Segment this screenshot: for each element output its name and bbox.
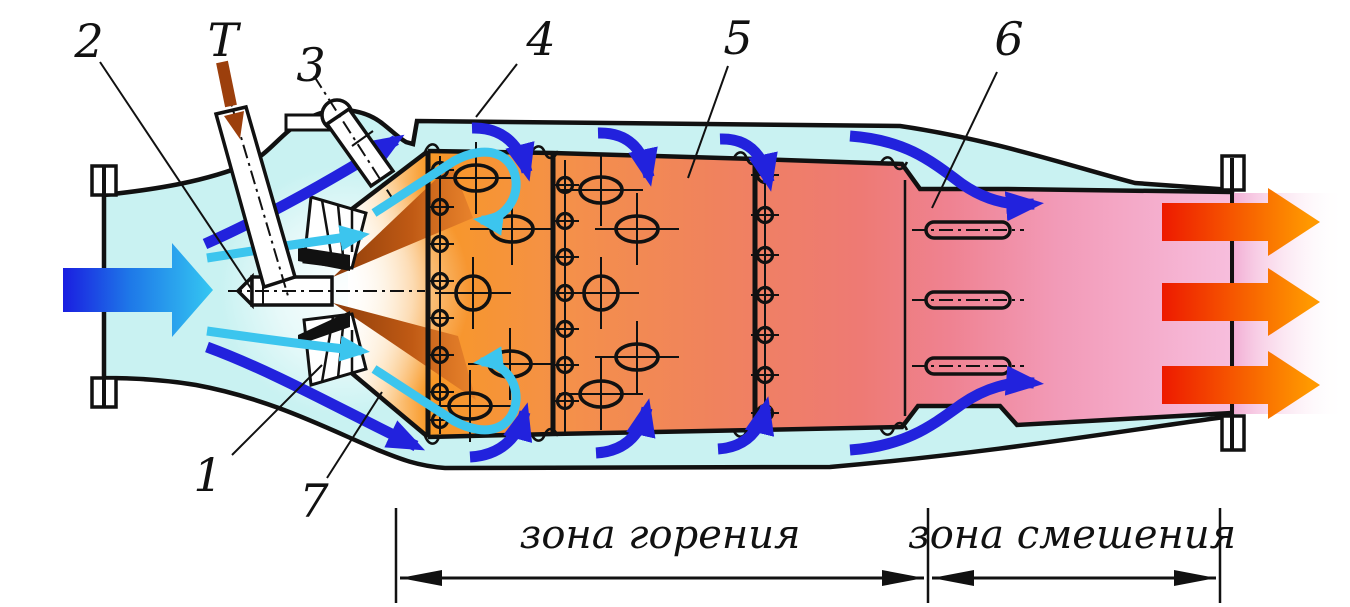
- dome-shroud-upper: [298, 247, 350, 271]
- airflow-arrows: [469, 122, 1044, 463]
- air-arrow: [597, 127, 658, 187]
- air-arrow: [469, 402, 533, 463]
- dome-slant-top: [346, 149, 430, 214]
- leader-1: [231, 364, 323, 456]
- air-arrow: [206, 326, 370, 362]
- leader-5: [687, 65, 729, 179]
- igniter: [284, 75, 397, 205]
- air-arrow: [471, 122, 535, 182]
- callout-labels: 2 Т 3 4 5 6 1 7: [73, 11, 1023, 528]
- mixing-slot: [924, 290, 1012, 310]
- inlet-air-arrow: [63, 243, 213, 337]
- stem-body: [213, 104, 298, 290]
- leader-4: [475, 63, 518, 118]
- leader-2: [99, 61, 253, 291]
- liner-bottom-edge: [427, 403, 1233, 440]
- air-arrow: [595, 398, 656, 459]
- callout-label-1: 1: [193, 448, 222, 502]
- mixing-slot: [924, 220, 1012, 240]
- callout-leaders: [99, 61, 998, 479]
- callout-label-5: 5: [723, 11, 752, 65]
- exhaust-arrow: [1162, 351, 1320, 419]
- exhaust-arrow: [1162, 268, 1320, 336]
- air-arrow: [849, 130, 1044, 222]
- fuel-arrow: [216, 60, 244, 139]
- callout-label-3: 3: [296, 38, 325, 92]
- leader-6: [931, 71, 998, 209]
- combustion-zone-dimension: зона горения: [400, 512, 924, 586]
- exhaust-arrow: [1162, 188, 1320, 256]
- dome-shroud-lower: [298, 311, 350, 345]
- zone-dimensions: зона горения зона смешения: [394, 508, 1236, 603]
- fuel-label: Т: [208, 13, 242, 67]
- igniter-detail-line: [351, 130, 374, 147]
- mixing-zone-dimension: зона смешения: [908, 512, 1236, 586]
- leader-7: [326, 391, 383, 479]
- recirculation-arrows: [371, 147, 521, 435]
- callout-label-4: 4: [525, 12, 555, 66]
- air-arrow: [717, 396, 775, 455]
- mixing-zone-label: зона смешения: [908, 512, 1236, 558]
- callout-label-2: 2: [73, 14, 103, 68]
- callout-label-6: 6: [994, 12, 1023, 66]
- combustion-zone-label: зона горения: [520, 512, 801, 558]
- swirl-arrow: [371, 346, 521, 435]
- air-arrow: [719, 133, 778, 192]
- air-arrow: [849, 365, 1044, 456]
- air-arrow: [205, 341, 426, 451]
- exit-gas-arrows: [1162, 188, 1320, 419]
- liner-joint-seams: [423, 143, 909, 445]
- swirl-arrow: [371, 147, 521, 236]
- callout-label-7: 7: [299, 474, 329, 528]
